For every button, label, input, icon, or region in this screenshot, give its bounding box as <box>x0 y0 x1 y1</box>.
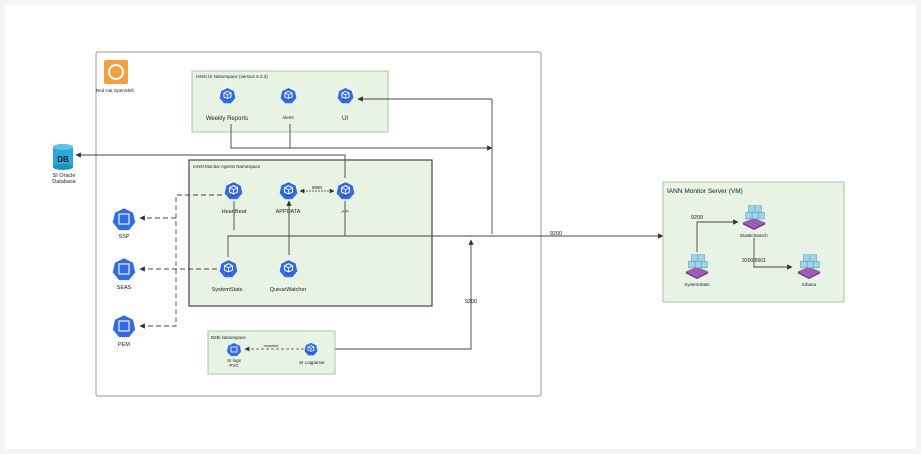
agents-namespace-box <box>188 159 433 307</box>
appdata-label: APPDATA <box>276 209 301 215</box>
port-9200-vertical-label: 9200 <box>465 299 477 305</box>
db-badge: DB <box>57 155 69 164</box>
vm-connectors <box>696 219 793 270</box>
vm-port-9200-label: 9200 <box>691 215 703 221</box>
kibana-label: Kibana <box>802 282 817 287</box>
monitor-server-title: IANN Monitor Server (VM) <box>667 188 743 195</box>
agents-namespace-title: IANN Monitor Agents Namespace <box>193 164 261 169</box>
db-label-line2: Database <box>52 179 76 185</box>
elasticsearch-label: ElasticSearch <box>740 233 768 238</box>
ui-namespace-title: IANN UI Namespace (version 6.3.3) <box>196 74 268 79</box>
db-label-line1: SI Oracle <box>53 173 76 179</box>
systemstats-vm-label: SystemStats <box>684 282 710 287</box>
ssp-label: SSP <box>118 234 129 240</box>
openshift-label: Red Hat OpenShift <box>96 88 135 93</box>
mounted-label: mounted <box>264 344 279 348</box>
logparser-label: SI Logparser <box>299 360 325 365</box>
seas-label: SEAS <box>117 285 132 291</box>
pod-tag: pod <box>231 193 236 197</box>
openshift-logo <box>104 60 128 84</box>
vm-port-9200-5601-label: 9200/5601 <box>742 258 766 264</box>
heartbeat-external-links <box>139 194 222 329</box>
systemstats-label: SystemStats <box>212 287 243 293</box>
pvc-label-line1: SI logs <box>227 358 242 363</box>
pem-label: PEM <box>118 342 130 348</box>
pod-tag: pod <box>286 193 291 197</box>
pvc-label-line2: PVC <box>229 363 239 368</box>
pod-tag: pod <box>309 351 314 354</box>
openshift-cluster-frame <box>95 51 542 397</box>
b2bi-namespace-title: B2Bi Namespace <box>211 335 246 340</box>
database-icon <box>53 144 73 170</box>
weekly-reports-label: Weekly Reports <box>206 116 248 122</box>
alerts-label: Alerts <box>282 115 294 120</box>
pod-tag: pod <box>286 97 291 101</box>
pvc-icon <box>227 343 241 356</box>
monitor-server-box <box>662 181 845 303</box>
port-9200-main-label: 9200 <box>550 231 562 237</box>
pod-tag: pod <box>225 97 230 101</box>
pod-tag: pod <box>226 271 231 275</box>
pod-tag: pod <box>286 271 291 275</box>
queuewatcher-label: QueueWatcher <box>270 287 307 293</box>
port-8080-label: 8080 <box>312 185 323 190</box>
internal-connectors <box>75 96 664 350</box>
ui-label: UI <box>342 116 348 122</box>
pod-tag: pod <box>343 193 348 197</box>
pod-tag: pod <box>343 97 348 101</box>
